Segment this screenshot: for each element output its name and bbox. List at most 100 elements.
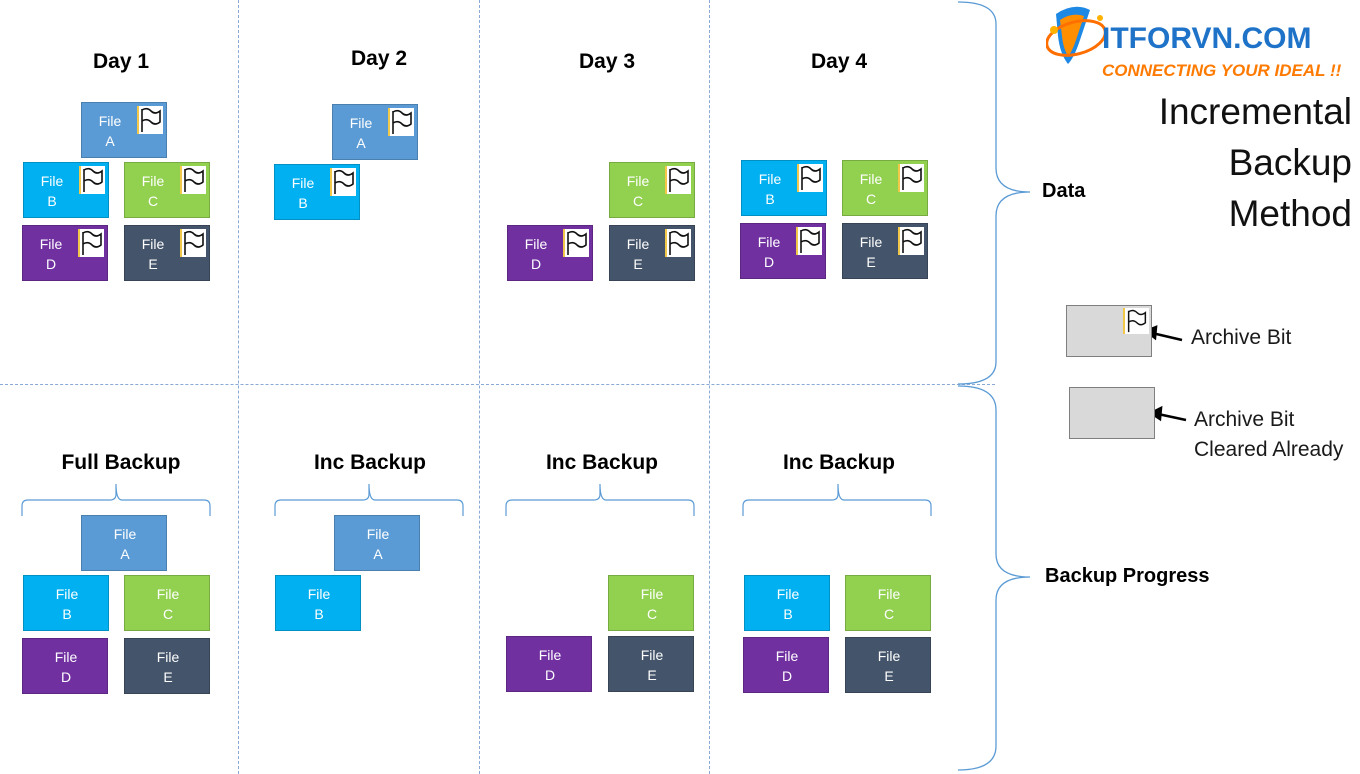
file-letter: D [781, 668, 793, 684]
file-word: File [758, 171, 782, 187]
file-letter: E [866, 254, 876, 270]
file-word: File [55, 586, 79, 602]
file-letter: B [765, 191, 775, 207]
file-letter: C [646, 606, 658, 622]
archive-flag-icon [563, 229, 589, 257]
file-word: File [626, 236, 650, 252]
column-divider-1 [238, 0, 239, 774]
file-word: File [640, 586, 664, 602]
title-line-3: Method [1228, 193, 1352, 234]
backup-progress-label: Backup Progress [1045, 565, 1210, 587]
file-letter: C [865, 191, 877, 207]
archive-flag-icon [330, 168, 356, 196]
inc-backup-label-2: Inc Backup [545, 451, 659, 474]
data-brace [957, 1, 1031, 385]
file-word: File [54, 649, 78, 665]
file-letter: C [883, 606, 895, 622]
full-backup-label: Full Backup [61, 451, 181, 474]
day-2-label: Day 2 [350, 47, 408, 70]
file-letter: A [120, 546, 130, 562]
archive-flag-icon [180, 229, 206, 257]
file-letter: D [45, 256, 57, 272]
logo-name: ITFORVN.COM [1102, 22, 1311, 55]
archive-flag-icon [898, 164, 924, 192]
diagram-title: Incremental Backup Method [1159, 86, 1352, 239]
file-letter: B [783, 606, 793, 622]
inc-backup-brace-2 [505, 483, 695, 516]
legend-archive-bit-box [1066, 305, 1152, 357]
archive-flag-icon [796, 227, 822, 255]
file-word: File [757, 234, 781, 250]
archive-flag-icon [79, 166, 105, 194]
file-letter: D [60, 669, 72, 685]
archive-flag-icon [898, 227, 924, 255]
file-letter: A [105, 133, 115, 149]
inc-backup-label-1: Inc Backup [313, 451, 427, 474]
archive-flag-icon [1123, 308, 1149, 334]
file-letter: C [632, 193, 644, 209]
legend-cleared-line-1: Archive Bit [1194, 408, 1295, 431]
file-word: File [859, 171, 883, 187]
archive-flag-icon [137, 106, 163, 134]
row-divider [0, 384, 995, 385]
file-letter: E [633, 256, 643, 272]
file-word: File [366, 526, 390, 542]
file-word: File [877, 586, 901, 602]
logo-tagline: CONNECTING YOUR IDEAL !! [1102, 61, 1342, 80]
file-word: File [291, 175, 315, 191]
day-3-label: Day 3 [578, 50, 636, 73]
file-letter: A [373, 546, 383, 562]
archive-flag-icon [180, 166, 206, 194]
file-word: File [776, 586, 800, 602]
itforvn-logo: ITFORVN.COM CONNECTING YOUR IDEAL !! [1045, 0, 1360, 84]
column-divider-3 [709, 0, 710, 774]
file-letter: E [148, 256, 158, 272]
data-label: Data [1042, 180, 1086, 202]
file-word: File [98, 113, 122, 129]
archive-flag-icon [665, 229, 691, 257]
file-letter: C [162, 606, 174, 622]
legend-archive-bit-label: Archive Bit [1191, 326, 1292, 349]
file-letter: E [884, 668, 894, 684]
file-word: File [626, 173, 650, 189]
file-word: File [141, 236, 165, 252]
legend-archive-cleared-box [1069, 387, 1155, 439]
file-letter: B [298, 195, 308, 211]
file-word: File [524, 236, 548, 252]
file-word: File [877, 648, 901, 664]
file-word: File [349, 115, 373, 131]
file-letter: A [356, 135, 366, 151]
file-word: File [538, 647, 562, 663]
file-letter: D [530, 256, 542, 272]
backup-progress-brace [957, 385, 1031, 771]
file-word: File [156, 586, 180, 602]
archive-cleared-arrow [1157, 412, 1187, 422]
file-word: File [40, 173, 64, 189]
file-letter: B [62, 606, 72, 622]
inc-backup-brace-1 [274, 483, 464, 516]
archive-bit-arrow [1151, 331, 1183, 342]
title-line-2: Backup [1228, 142, 1352, 183]
file-letter: E [163, 669, 173, 685]
